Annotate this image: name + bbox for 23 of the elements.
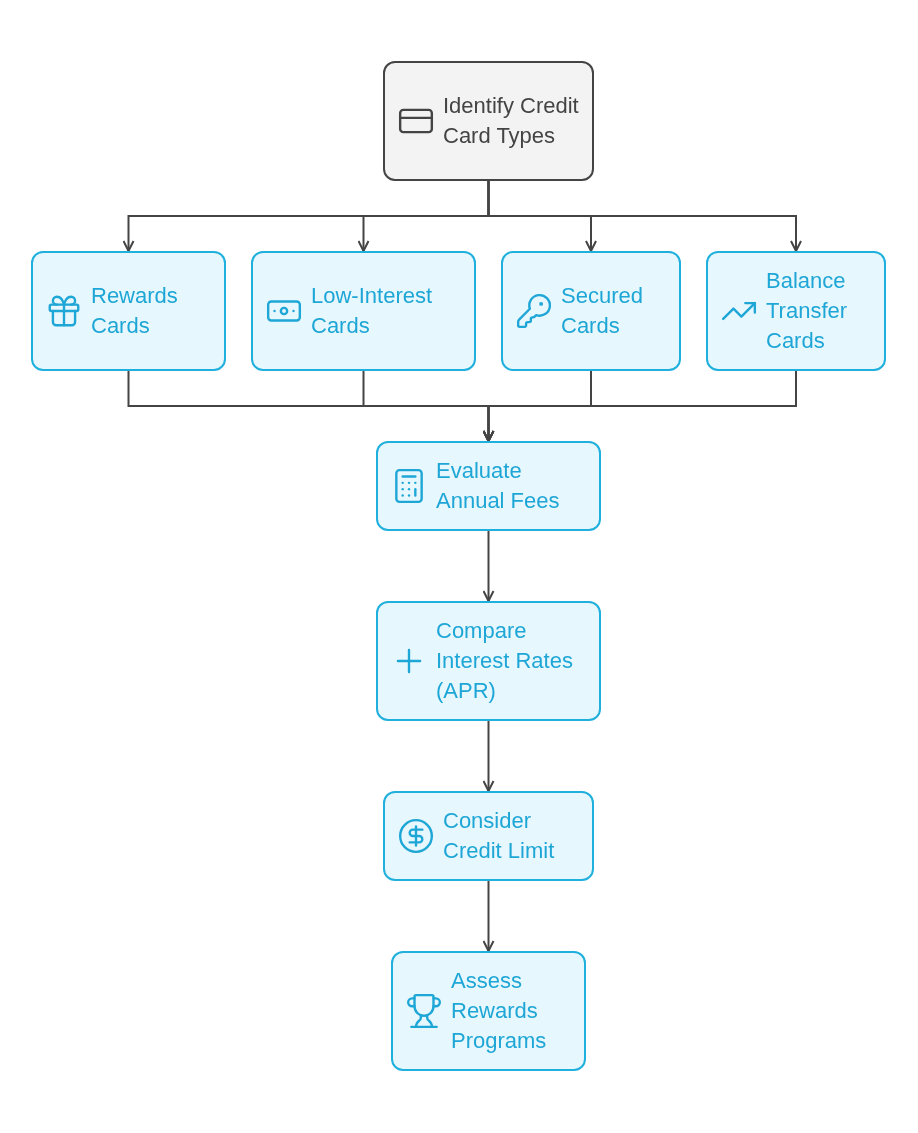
arrow	[482, 530, 495, 602]
process-box	[251, 251, 476, 371]
process-box	[376, 601, 601, 721]
box-label: Assess Rewards Programs	[451, 967, 548, 1055]
arrow	[482, 880, 495, 952]
box-label: Evaluate Annual Fees	[436, 457, 561, 515]
process-box	[501, 251, 681, 371]
arrow	[487, 180, 802, 252]
box-label: Rewards Cards	[91, 282, 179, 340]
process-box	[376, 441, 601, 531]
process-box	[391, 951, 586, 1071]
process-box	[383, 61, 594, 181]
box-label: Consider Credit Limit	[443, 807, 556, 865]
box-label: Identify Credit Card Types	[443, 92, 580, 150]
arrow	[482, 370, 797, 442]
process-box	[383, 791, 594, 881]
process-box	[706, 251, 886, 371]
arrow	[482, 720, 495, 792]
box-label: Compare Interest Rates (APR)	[436, 617, 574, 705]
box-label: Low-Interest Cards	[311, 282, 434, 340]
box-label: Balance Transfer Cards	[766, 267, 849, 355]
box-label: Secured Cards	[561, 282, 644, 340]
process-box	[31, 251, 226, 371]
